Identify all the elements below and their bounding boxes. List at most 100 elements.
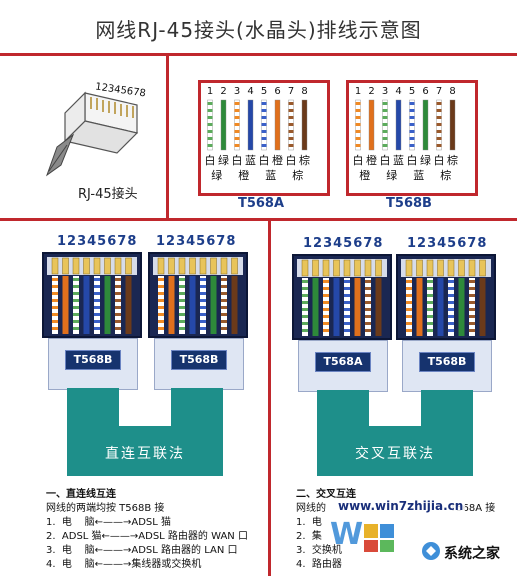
straight-right-plug xyxy=(148,252,248,338)
stda-pin-number-6: 6 xyxy=(274,86,280,97)
stda-pin-number-8: 8 xyxy=(301,86,307,97)
stdb-wire-4 xyxy=(395,99,402,151)
mid-divider xyxy=(0,218,517,221)
cross-left-wire-2 xyxy=(312,278,319,336)
cross-right-wire-1 xyxy=(406,278,412,336)
stdb-wire-7 xyxy=(436,99,442,151)
stdb-color-bottom-7: 棕 xyxy=(440,168,451,182)
cross-cable-left-leg xyxy=(317,390,369,428)
stda-wire-8 xyxy=(301,99,308,151)
stdb-color-top-7: 白 xyxy=(434,153,445,167)
cross-cable-bottom xyxy=(317,426,473,476)
straight-left-plug xyxy=(42,252,142,338)
cross-left-wire-4 xyxy=(333,278,340,336)
cross-caption-subtitle-start: 网线的 xyxy=(296,503,326,514)
straight-right-wire-7 xyxy=(221,276,227,334)
straight-right-wire-6 xyxy=(210,276,217,334)
watermark-url: www.win7zhijia.cn xyxy=(336,499,466,513)
straight-caption-line-2: 2. ADSL 猫←——→ADSL 路由器的 WAN 口 xyxy=(46,531,248,542)
stda-color-top-4: 蓝 xyxy=(245,154,256,167)
straight-caption-subtitle: 网线的两端均按 T568B 接 xyxy=(46,503,165,514)
cross-left-wire-7 xyxy=(365,278,371,336)
stda-pin-number-5: 5 xyxy=(261,86,267,97)
stda-color-bottom-1: 绿 xyxy=(211,168,222,182)
stdb-pin-number-4: 4 xyxy=(395,86,401,97)
stdb-wire-1 xyxy=(355,99,361,151)
cross-caption-line-1: 1. 电 xyxy=(296,517,322,528)
straight-caption-heading: 一、直连线互连 xyxy=(46,489,116,500)
watermark-logo-text: 系统之家 xyxy=(444,546,500,562)
page-title: 网线RJ-45接头(水晶头)排线示意图 xyxy=(95,18,422,42)
rj45-connector-illustration xyxy=(45,75,155,180)
cross-right-wire-2 xyxy=(416,278,423,336)
straight-left-wire-3 xyxy=(73,276,79,334)
stdb-color-bottom-5: 蓝 xyxy=(413,169,424,182)
stda-wire-6 xyxy=(274,99,281,151)
cross-left-wire-5 xyxy=(344,278,350,336)
svg-text:W: W xyxy=(330,517,363,552)
cross-right-pin-numbers: 12345678 xyxy=(407,236,488,251)
straight-right-pin-numbers: 12345678 xyxy=(156,234,237,249)
cross-caption-heading: 二、交叉互连 xyxy=(296,489,356,500)
cross-right-wire-7 xyxy=(469,278,475,336)
straight-left-tag: T568B xyxy=(65,350,121,370)
stdb-pin-number-2: 2 xyxy=(368,86,374,97)
cross-left-wire-3 xyxy=(323,278,329,336)
straight-left-wire-8 xyxy=(125,276,132,334)
cross-left-wire-6 xyxy=(354,278,361,336)
straight-caption-line-1: 1. 电 脑←——→ADSL 猫 xyxy=(46,517,172,528)
cross-left-wire-1 xyxy=(302,278,308,336)
stda-color-bottom-3: 橙 xyxy=(238,168,249,182)
straight-right-wire-1 xyxy=(158,276,164,334)
stda-pin-number-4: 4 xyxy=(247,86,253,97)
stda-wire-2 xyxy=(220,99,227,151)
stdb-wire-2 xyxy=(368,99,375,151)
stda-color-top-3: 白 xyxy=(232,153,243,167)
stdb-wire-3 xyxy=(382,99,388,151)
cross-right-tag: T568B xyxy=(419,352,475,372)
stda-color-top-8: 棕 xyxy=(299,153,310,167)
stdb-color-bottom-1: 橙 xyxy=(359,168,370,182)
stdb-pin-number-1: 1 xyxy=(355,86,361,97)
stdb-pin-number-5: 5 xyxy=(409,86,415,97)
stdb-wire-8 xyxy=(449,99,456,151)
watermark-logo-icon xyxy=(420,540,442,562)
straight-left-wire-2 xyxy=(62,276,69,334)
cross-left-plug xyxy=(292,254,392,340)
straight-right-wire-5 xyxy=(200,276,206,334)
stdb-color-top-1: 白 xyxy=(353,153,364,167)
stda-wire-4 xyxy=(247,99,254,151)
stda-color-top-6: 橙 xyxy=(272,153,283,167)
stdb-pin-number-8: 8 xyxy=(449,86,455,97)
straight-right-wire-8 xyxy=(231,276,238,334)
vertical-divider-top xyxy=(166,56,169,218)
stdb-wire-5 xyxy=(409,99,415,151)
cross-cable-label: 交叉互联法 xyxy=(355,446,435,462)
cross-caption-subtitle-end: T568A 接 xyxy=(450,503,496,514)
stda-wire-5 xyxy=(261,99,267,151)
straight-left-wire-6 xyxy=(104,276,111,334)
stda-color-bottom-5: 蓝 xyxy=(265,169,276,182)
straight-right-wire-4 xyxy=(189,276,196,334)
stda-color-top-2: 绿 xyxy=(218,153,229,167)
stda-pin-number-1: 1 xyxy=(207,86,213,97)
cross-left-wire-8 xyxy=(375,278,382,336)
watermark-logo-mark: W xyxy=(330,514,404,554)
cross-caption-line-2: 2. 集 xyxy=(296,531,322,542)
cross-right-wire-6 xyxy=(458,278,465,336)
connector-label: RJ-45接头 xyxy=(78,187,138,202)
stdb-wire-6 xyxy=(422,99,429,151)
stda-pin-number-7: 7 xyxy=(288,86,294,97)
stda-color-top-1: 白 xyxy=(205,153,216,167)
stda-pin-number-3: 3 xyxy=(234,86,240,97)
straight-right-wire-2 xyxy=(168,276,175,334)
cross-right-wire-5 xyxy=(448,278,454,336)
straight-left-wire-5 xyxy=(94,276,100,334)
straight-cable-label: 直连互联法 xyxy=(105,446,185,462)
cross-left-pin-numbers: 12345678 xyxy=(303,236,384,251)
stda-pin-number-2: 2 xyxy=(220,86,226,97)
stdb-color-top-3: 白 xyxy=(380,153,391,167)
cross-caption-line-3: 3. 交换机 xyxy=(296,545,342,556)
